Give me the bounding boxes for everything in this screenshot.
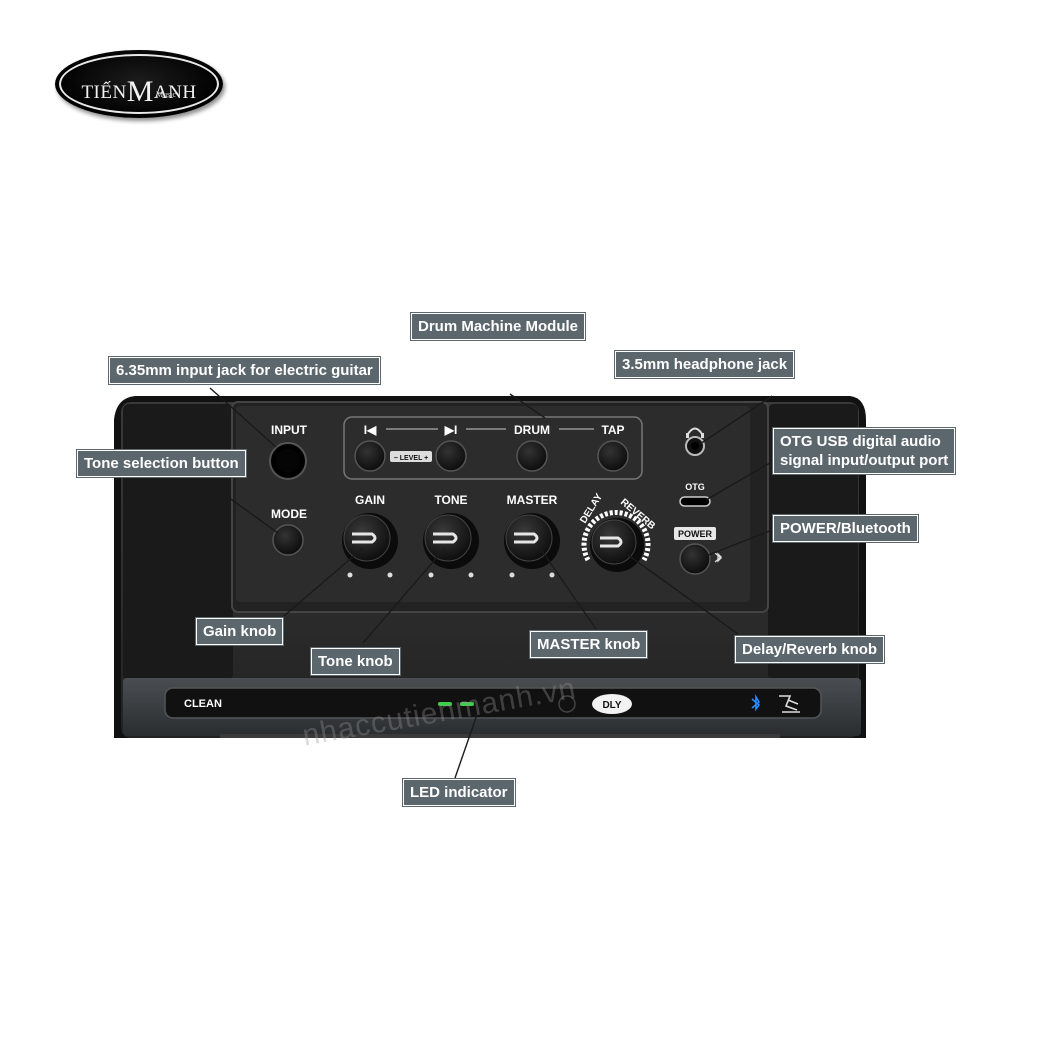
power-button[interactable]: [679, 543, 711, 575]
label-prev: I◀: [364, 423, 377, 437]
pointer-lines: [195, 387, 776, 779]
master-knob[interactable]: [504, 513, 560, 569]
bluetooth-icon: [751, 694, 761, 712]
callout-input-jack: 6.35mm input jack for electric guitar: [109, 357, 380, 384]
callout-headphone-jack: 3.5mm headphone jack: [615, 351, 795, 378]
label-level: − LEVEL +: [394, 455, 429, 462]
tone-knob[interactable]: [423, 513, 479, 569]
brand-logo: TIẾNMANH Music: [55, 50, 223, 118]
led-2: [460, 702, 474, 706]
logo-part3: ANH: [153, 82, 197, 103]
guitar-player-icon: [779, 695, 800, 713]
label-input: INPUT: [271, 423, 308, 437]
logo-oval: [55, 50, 223, 118]
callout-otg: OTG USB digital audio signal input/outpu…: [773, 428, 956, 474]
label-tone: TONE: [434, 493, 467, 507]
usb-c-icon[interactable]: [679, 496, 711, 507]
callout-power-bluetooth: POWER/Bluetooth: [773, 515, 918, 542]
level-badge: [390, 451, 432, 462]
dly-badge: [592, 694, 632, 714]
label-next: ▶I: [444, 423, 458, 437]
callout-gain-knob: Gain knob: [196, 618, 284, 645]
callout-drum-module: Drum Machine Module: [411, 313, 586, 340]
callout-led-indicator: LED indicator: [403, 779, 515, 806]
logo-text: TIẾNMANH: [55, 72, 223, 108]
gain-knob[interactable]: [342, 513, 398, 569]
label-power: POWER: [678, 529, 713, 539]
logo-subtitle: Music: [156, 90, 176, 99]
label-drum: DRUM: [514, 423, 550, 437]
prev-button[interactable]: [354, 440, 386, 472]
label-gain: GAIN: [355, 493, 385, 507]
callout-master-knob: MASTER knob: [530, 631, 648, 658]
power-badge: [674, 527, 716, 540]
drum-module-box: [343, 416, 643, 480]
next-button[interactable]: [435, 440, 467, 472]
label-tap: TAP: [601, 423, 624, 437]
logo-part2: M: [126, 75, 154, 108]
delay-reverb-knob[interactable]: [581, 510, 651, 572]
headphone-icon: [686, 427, 704, 438]
bluetooth-small-icon: [714, 552, 722, 563]
control-panel-inner: [236, 406, 750, 602]
mode-button[interactable]: [272, 524, 304, 556]
label-dly: DLY: [602, 700, 621, 711]
tap-button[interactable]: [597, 440, 629, 472]
label-master: MASTER: [507, 493, 558, 507]
callout-delay-reverb-knob: Delay/Reverb knob: [735, 636, 885, 663]
logo-part1: TIẾN: [81, 82, 127, 103]
callout-tone-knob: Tone knob: [311, 648, 400, 675]
drum-button[interactable]: [516, 440, 548, 472]
callout-otg-line1: OTG USB digital audio: [780, 433, 941, 450]
label-clean: CLEAN: [184, 698, 222, 710]
callout-tone-selection: Tone selection button: [77, 450, 246, 477]
label-otg: OTG: [685, 482, 705, 492]
callout-otg-line2: signal input/output port: [780, 452, 949, 469]
label-mode: MODE: [271, 507, 307, 521]
led-1: [438, 702, 452, 706]
display-bar: [164, 687, 822, 719]
